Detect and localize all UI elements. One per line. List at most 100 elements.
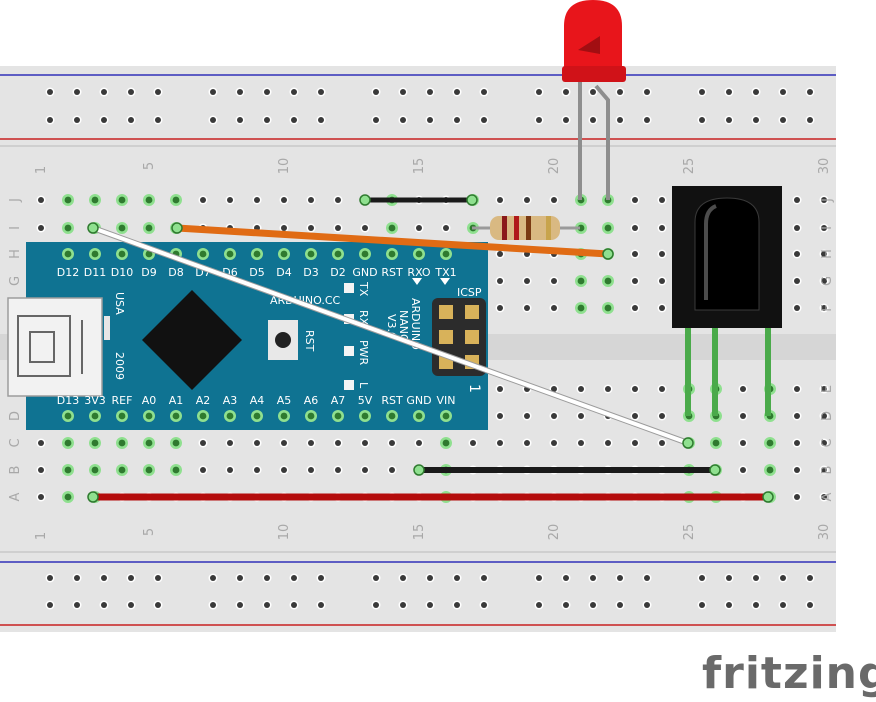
connected-hole-center: [145, 224, 153, 232]
rail-hole-center: [780, 89, 786, 95]
hole-center: [794, 440, 800, 446]
rail-hole-center: [563, 117, 569, 123]
resistor-band-2: [514, 216, 519, 240]
arduino-pin-center: [307, 250, 315, 258]
rail-hole-center: [210, 89, 216, 95]
wire-endpoint: [466, 194, 478, 206]
hole-center: [605, 440, 611, 446]
arduino-pin-center: [226, 412, 234, 420]
wire-endpoint: [171, 222, 183, 234]
hole-center: [632, 251, 638, 257]
hole-center: [605, 386, 611, 392]
rail-hole-center: [101, 89, 107, 95]
rail-hole-center: [644, 602, 650, 608]
rail-hole-center: [427, 575, 433, 581]
wire-endpoint: [602, 248, 614, 260]
arduino-pin-center: [145, 250, 153, 258]
hole-center: [497, 251, 503, 257]
arduino-pin-center: [91, 412, 99, 420]
rail-hole-center: [101, 575, 107, 581]
rail-hole-center: [427, 602, 433, 608]
hole-center: [659, 278, 665, 284]
hole-center: [794, 494, 800, 500]
led-reflector: [578, 36, 600, 54]
connected-hole-center: [64, 196, 72, 204]
wire-endpoint: [359, 194, 371, 206]
rail-hole-center: [726, 575, 732, 581]
hole-center: [497, 440, 503, 446]
ir-receiver-highlight: [704, 204, 717, 300]
hole-center: [794, 278, 800, 284]
hole-center: [632, 413, 638, 419]
arduino-bottom-pin-label: RST: [381, 394, 403, 407]
column-number: 5: [142, 528, 157, 536]
arduino-pin-center: [226, 250, 234, 258]
rail-hole-center: [318, 602, 324, 608]
arduino-pin-center: [415, 412, 423, 420]
hole-center: [497, 386, 503, 392]
connected-hole-center: [577, 277, 585, 285]
rail-hole-center: [291, 602, 297, 608]
hole-center: [551, 440, 557, 446]
hole-center: [416, 440, 422, 446]
hole-center: [38, 494, 44, 500]
rail-hole-center: [74, 602, 80, 608]
rail-hole-center: [536, 575, 542, 581]
led-l-label: L: [357, 382, 370, 389]
hole-center: [659, 386, 665, 392]
hole-center: [362, 225, 368, 231]
resistor-body: [490, 216, 560, 240]
rail-hole-center: [699, 89, 705, 95]
rail-hole-center: [726, 602, 732, 608]
rail-hole-center: [237, 575, 243, 581]
hole-center: [659, 413, 665, 419]
hole-center: [659, 225, 665, 231]
arduino-usb-label: USA: [113, 292, 126, 315]
rail-hole-center: [590, 575, 596, 581]
hole-center: [659, 305, 665, 311]
connected-hole-center: [766, 466, 774, 474]
arduino-bottom-pin-label: A4: [250, 394, 265, 407]
rail-hole-center: [780, 602, 786, 608]
arduino-bottom-pin-row: [62, 410, 452, 422]
column-number: 1: [34, 532, 49, 540]
hole-center: [200, 197, 206, 203]
hole-center: [821, 386, 827, 392]
arduino-board: [26, 242, 488, 430]
hole-center: [632, 225, 638, 231]
rail-hole-center: [47, 89, 53, 95]
hole-center: [821, 494, 827, 500]
row-letter: D: [820, 411, 835, 421]
hole-center: [632, 197, 638, 203]
rail-hole-center: [47, 117, 53, 123]
microcontroller-chip: [142, 290, 242, 390]
rail-hole-center: [617, 575, 623, 581]
row-letter: J: [820, 198, 835, 203]
reset-button[interactable]: [275, 332, 291, 348]
orange-wire: [173, 224, 612, 258]
hole-center: [389, 467, 395, 473]
connected-hole-center: [766, 439, 774, 447]
hole-center: [794, 467, 800, 473]
connected-hole-center: [604, 224, 612, 232]
row-letter: G: [8, 276, 23, 286]
row-letter: A: [820, 492, 835, 501]
wire-endpoint: [682, 437, 694, 449]
connected-hole-center: [145, 466, 153, 474]
rail-hole-center: [318, 575, 324, 581]
led-tx: [344, 283, 354, 293]
ir-receiver-lens: [694, 197, 760, 311]
wires: [89, 197, 772, 501]
hole-center: [38, 197, 44, 203]
connected-hole-center: [577, 224, 585, 232]
arduino-pin-center: [280, 250, 288, 258]
connected-hole-center: [172, 196, 180, 204]
hole-center: [794, 225, 800, 231]
arduino-pin-center: [91, 250, 99, 258]
rail-hole-center: [155, 602, 161, 608]
arduino-pin-center: [145, 412, 153, 420]
rail-hole-center: [210, 575, 216, 581]
connected-hole-center: [118, 466, 126, 474]
rail-hole-center: [128, 117, 134, 123]
